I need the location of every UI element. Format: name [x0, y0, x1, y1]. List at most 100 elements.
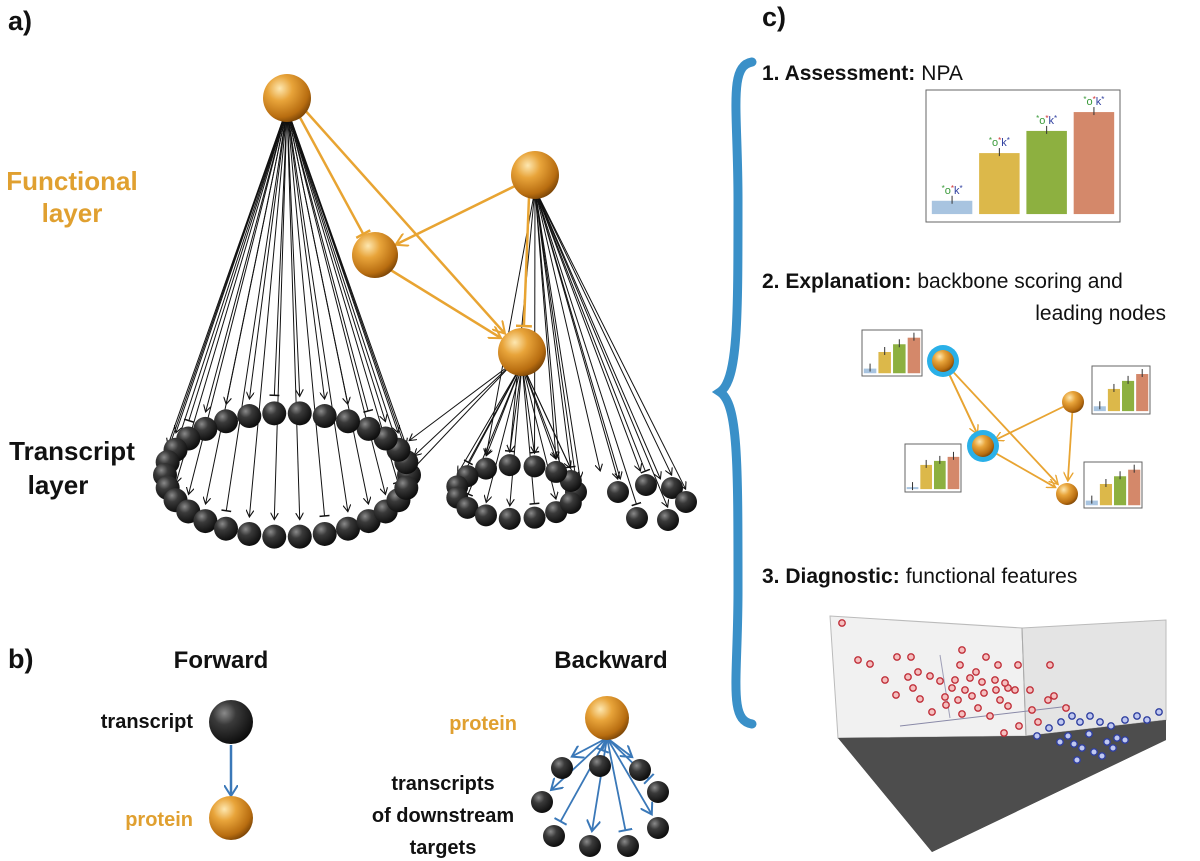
significance-glyph: *: [959, 184, 962, 193]
edge: [286, 107, 300, 519]
leading-node: [932, 350, 954, 372]
edge: [534, 188, 671, 474]
mini-chart-bar: [947, 456, 960, 490]
sample-point-red: [958, 646, 966, 654]
downstream-label-1: transcripts: [391, 773, 494, 795]
significance-glyph: *: [1054, 114, 1057, 123]
step1-bold: 1. Assessment:: [762, 62, 915, 85]
sample-point-blue: [1064, 732, 1072, 740]
transcript-node: [559, 491, 582, 514]
transcript-node: [287, 401, 312, 426]
mini-chart-bar: [1107, 388, 1120, 412]
sample-point-blue: [1133, 712, 1141, 720]
significance-glyph: *: [998, 136, 1001, 145]
protein-node: [1056, 483, 1078, 505]
sample-point-blue: [1155, 708, 1163, 716]
sample-point-red: [948, 684, 956, 692]
sample-point-red: [986, 712, 994, 720]
transcript-node: [287, 524, 312, 549]
transcript-node: [475, 457, 497, 480]
mini-chart-bar: [893, 344, 906, 374]
sample-point-blue: [1143, 716, 1151, 724]
sample-point-red: [980, 689, 988, 697]
transcript-node: [647, 781, 669, 803]
edge: [286, 107, 406, 470]
sample-point-blue: [1085, 730, 1093, 738]
sample-point-red: [994, 661, 1002, 669]
sample-point-red: [892, 691, 900, 699]
downstream-label-3: targets: [410, 837, 477, 859]
sample-point-red: [991, 676, 999, 684]
npa-bar-chart: *o*k**o*k**o*k**o*k*: [925, 89, 1121, 223]
leading-node: [972, 435, 994, 457]
edge-backward: [553, 737, 608, 826]
edge: [286, 107, 403, 485]
mini-chart-bar: [1099, 483, 1112, 506]
edge: [206, 107, 288, 503]
edge: [286, 107, 368, 503]
npa-bar: [1026, 130, 1067, 215]
transcript-node: [237, 404, 262, 429]
edge-backward: [592, 737, 608, 830]
transcript-node: [214, 516, 238, 541]
npa-significance-label: *o*k*: [1083, 95, 1104, 108]
edge: [996, 401, 1074, 440]
sample-point-red: [1046, 661, 1054, 669]
sample-point-red: [996, 696, 1004, 704]
transcript-node: [551, 757, 573, 779]
step2-heading: 2. Explanation:backbone scoring and: [762, 270, 1123, 293]
functional-layer-label-2: layer: [42, 198, 103, 228]
sample-point-red: [854, 656, 862, 664]
sample-point-red: [972, 668, 980, 676]
sample-point-red: [966, 674, 974, 682]
sample-point-blue: [1121, 736, 1129, 744]
edge: [534, 188, 600, 470]
axis-line: [899, 705, 1071, 727]
significance-glyph: k: [1001, 137, 1007, 149]
sample-point-red: [956, 661, 964, 669]
edge-activate: [396, 183, 518, 244]
sample-point-blue: [1076, 718, 1084, 726]
panel-label-a: a): [8, 6, 32, 36]
edge: [458, 363, 523, 484]
edge-inhibit: [295, 111, 371, 239]
edge-activate: [388, 267, 500, 338]
sample-point-red: [1050, 692, 1058, 700]
sample-point-blue: [1057, 718, 1065, 726]
transcript-node: [657, 509, 679, 531]
edge: [534, 188, 620, 478]
sample-point-red: [926, 672, 934, 680]
significance-glyph: *: [1101, 95, 1104, 104]
edge: [410, 361, 515, 440]
significance-glyph: *: [951, 184, 954, 193]
functional-layer-label-1: Functional: [6, 166, 137, 196]
sample-point-blue: [1090, 748, 1098, 756]
significance-glyph: *: [1036, 114, 1039, 123]
edge: [286, 107, 374, 414]
sample-point-blue: [1056, 738, 1064, 746]
sample-point-red: [928, 708, 936, 716]
mini-chart-bar: [1128, 469, 1141, 506]
sample-point-red: [1044, 696, 1052, 704]
edge: [534, 188, 667, 506]
sample-point-red: [951, 676, 959, 684]
protein-node: [209, 796, 253, 840]
sample-point-red: [1014, 661, 1022, 669]
significance-glyph: k: [1096, 96, 1102, 108]
transcript-node: [498, 507, 521, 530]
edge: [510, 363, 523, 505]
mini-chart-bar: [920, 464, 933, 490]
significance-glyph: k: [954, 185, 960, 197]
protein-node: [498, 328, 546, 376]
step3-rest: functional features: [906, 565, 1078, 588]
significance-glyph: *: [1093, 95, 1096, 104]
edge: [510, 363, 523, 451]
transcript-node: [262, 524, 287, 549]
sample-point-red: [1004, 702, 1012, 710]
sample-point-red: [904, 673, 912, 681]
sample-point-red: [978, 678, 986, 686]
transcript-node: [589, 755, 611, 777]
significance-glyph: *: [1045, 114, 1048, 123]
edge-inhibit: [515, 196, 532, 328]
edge-backward: [552, 737, 608, 789]
